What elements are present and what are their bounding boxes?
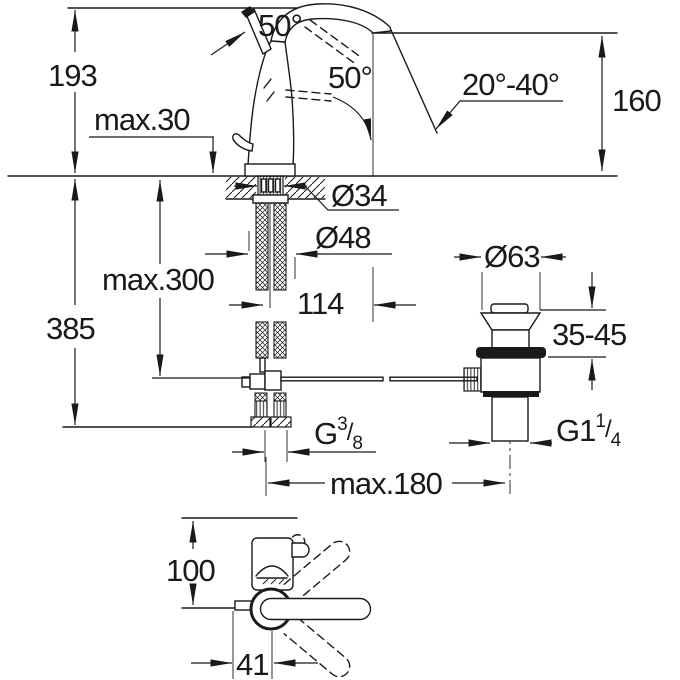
connector-body-right [273, 400, 287, 418]
lever-dashed-up [283, 540, 351, 602]
dim-clamp-range-label: 35-45 [552, 317, 626, 352]
dim-spout-swivel-label: 20°-40° [462, 67, 559, 102]
supply-hose-left-lower [255, 321, 269, 359]
waste-body [480, 357, 541, 393]
connector-body-left [254, 400, 268, 418]
dim-handle-swing-label: 50° [328, 60, 372, 95]
dim-base-diameter-label: Ø48 [315, 220, 371, 255]
body-highlight-dashes [263, 78, 275, 102]
dim-spout-swivel-leader [435, 100, 563, 130]
supply-hose-right-upper [273, 202, 287, 291]
dim-shank-diameter-label: Ø34 [331, 178, 387, 213]
rod-joint-mid [249, 373, 266, 390]
waste-seal-ring [476, 347, 546, 358]
spout-swivel-line [390, 29, 438, 134]
mounting-washer [252, 194, 289, 204]
handle-tab [241, 6, 255, 18]
hose-nut-left [250, 416, 271, 428]
pop-up-rod-left [280, 376, 384, 382]
shank-slot [260, 178, 267, 193]
dim-o34-leader [304, 185, 399, 211]
dim-topview-reach-label: 100 [166, 553, 215, 588]
waste-funnel [479, 312, 542, 331]
faucet-top-view: 100 41 [166, 517, 372, 680]
connector-braid-left [254, 392, 268, 402]
dim-total-below-label: 385 [46, 311, 95, 346]
dim-waste-thread-label: G11/4 [556, 411, 622, 451]
lever-dashed-down [283, 616, 351, 678]
shank-slot [274, 178, 281, 193]
dim-hose-drop-label: max.300 [102, 262, 215, 297]
dim-rod-reach-label: max.180 [330, 466, 443, 501]
dimensions: 193 max.30 50° 50° 20°-40° 160 Ø34 Ø48 1… [46, 8, 662, 501]
dim-spout-reach-label: 114 [297, 286, 344, 321]
drain-valve [463, 303, 546, 442]
dim-handle-angle-leader [210, 31, 246, 56]
dim-waste-flange-label: Ø63 [484, 239, 540, 274]
deck-hatch-right [285, 177, 325, 198]
faucet-side-view [232, 3, 392, 177]
waste-cap [490, 303, 529, 314]
base-plate [244, 163, 296, 177]
topview-dome [255, 565, 289, 577]
hose-nut-right [270, 416, 292, 428]
dim-rod-offset-label: 41 [236, 647, 268, 680]
shank-slot [267, 178, 274, 193]
handle-swing-dashes [285, 19, 363, 102]
hose-tail-tube [259, 357, 266, 373]
waste-tailpipe [491, 396, 529, 442]
rod-adjuster-knob [463, 367, 482, 392]
pullrod-knob [232, 133, 254, 152]
spout-stub [291, 542, 310, 558]
connector-braid-right [273, 392, 287, 402]
mounting-assembly [241, 175, 478, 428]
dim-spout-height-label: 160 [612, 83, 661, 118]
faucet-body [247, 40, 295, 166]
topview-ticks [262, 578, 285, 585]
waste-lock-nut [483, 391, 539, 397]
lever-bar [259, 597, 372, 621]
dim-hose-thread-label: G3/8 [314, 414, 362, 454]
rod-joint-block [264, 370, 282, 391]
dim-handle-angle-label: 50° [258, 8, 302, 43]
waste-neck [491, 329, 530, 349]
dim-deck-thickness-label: max.30 [94, 102, 190, 137]
supply-hose-left-upper [255, 202, 269, 291]
spout [270, 3, 392, 43]
handle-swing-arc [332, 96, 372, 141]
supply-hose-right-lower [273, 321, 287, 359]
dim-total-height-label: 193 [48, 58, 97, 93]
topview-rod-stub [234, 600, 253, 611]
deck-hatch-left [226, 177, 256, 198]
